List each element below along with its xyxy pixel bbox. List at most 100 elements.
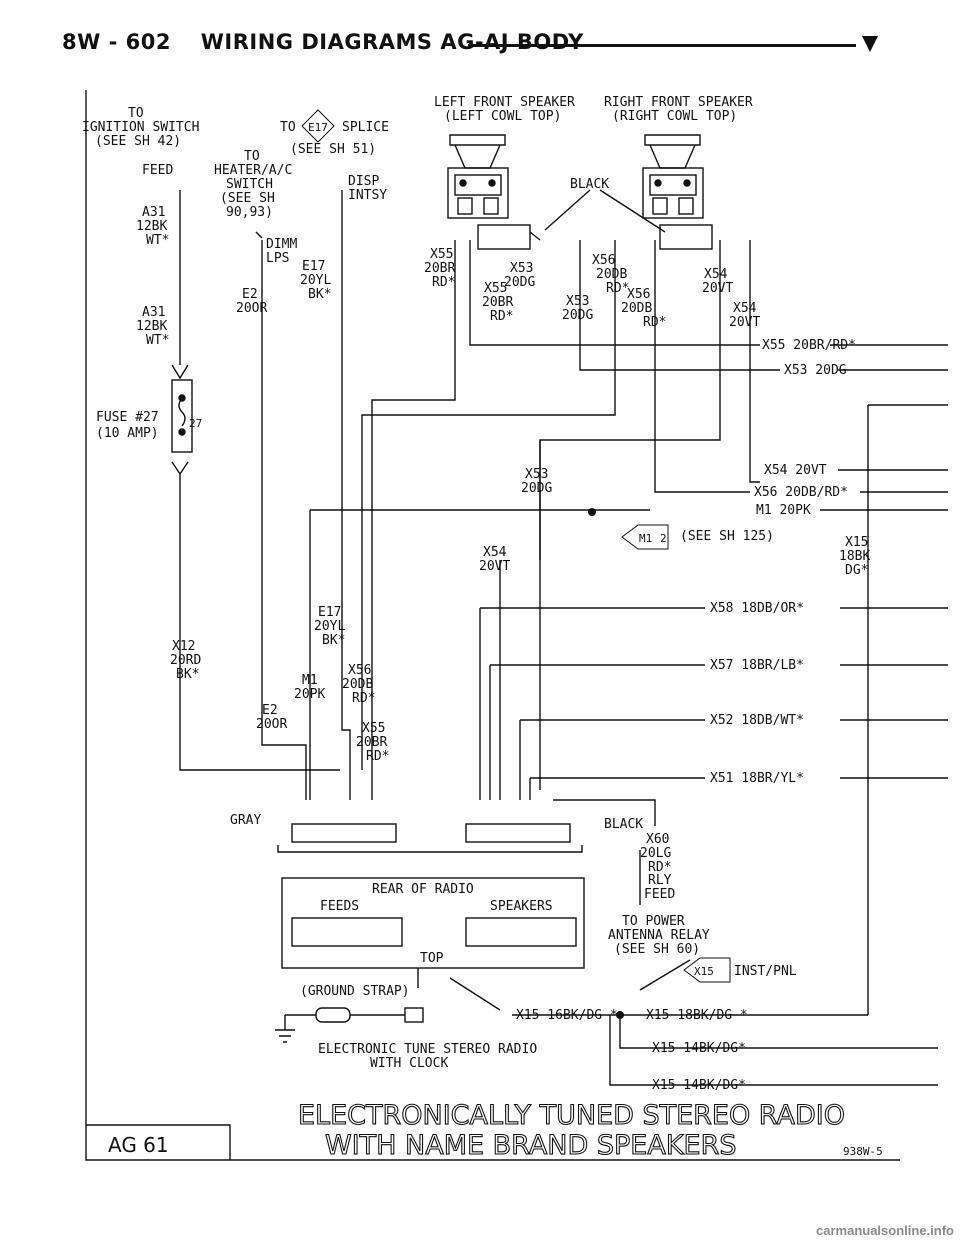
label: 20PK [294,687,325,702]
label: 20BR [482,295,513,310]
label: 20VT [729,315,760,330]
label: M1 20PK [756,503,811,518]
label: RLY [648,873,672,888]
label: DIMM [266,237,297,252]
label: TO [128,106,144,121]
label: TO [280,120,296,135]
wire-x54-rf [749,240,760,483]
label: (RIGHT COWL TOP) [612,109,737,124]
label: X56 [627,287,650,302]
label: (SEE SH 125) [680,529,774,544]
page-number: AG 61 [108,1133,169,1157]
wire-x53-lf [579,240,780,371]
label: BK* [308,287,331,302]
label: 20DG [521,481,552,496]
label: RD* [643,315,666,330]
label: 20DB [596,267,627,282]
watermark: carmanualsonline.info [816,1223,954,1238]
radio-rear [281,877,585,969]
label: 20VT [479,559,510,574]
label: TO [244,149,260,164]
label: LPS [266,251,289,266]
ground-strap [275,1015,295,1043]
label: RD* [366,749,389,764]
label: TO POWER [622,914,685,929]
label: RD* [352,691,375,706]
right-front-speaker [642,134,704,219]
black-connector [465,823,571,843]
label: DG* [845,563,868,578]
label: 90,93) [226,205,273,220]
splice-dot-m1 [588,508,596,516]
label: (SEE SH 42) [95,134,181,149]
header-rule [468,44,856,47]
label: 12BK [136,319,167,334]
label: X15 [694,965,714,978]
label: E2 [242,287,258,302]
label: (SEE SH 60) [614,942,700,957]
label: SPLICE [342,120,389,135]
label: X53 [525,467,548,482]
label: 27 [189,417,202,430]
label: X15 14BK/DG* [652,1041,746,1056]
label: (SEE SH 51) [290,142,376,157]
label: E17 [318,605,341,620]
label: BLACK [570,177,609,192]
label: X54 [704,267,728,282]
label: (10 AMP) [96,426,159,441]
label: X56 [348,663,371,678]
label: X56 [592,253,615,268]
label: HEATER/A/C [214,163,292,178]
label: X53 [510,261,533,276]
label: X55 [430,247,453,262]
label: 18BK [839,549,870,564]
page-header: 8W - 602 WIRING DIAGRAMS AG-AJ BODY [62,30,606,54]
label: 20DG [504,275,535,290]
splice-dot-x15 [616,1011,624,1019]
label: BK* [322,633,345,648]
label: RIGHT FRONT SPEAKER [604,95,753,110]
label: WT* [146,333,169,348]
splice-m1-icon [621,524,669,550]
label: 20LG [640,846,671,861]
label: X15 14BK/DG* [652,1078,746,1093]
section-code: 8W - 602 [62,30,171,54]
wire-x12 [179,474,340,771]
label: RD* [606,281,629,296]
label: X54 20VT [764,463,827,478]
label: X52 18DB/WT* [710,713,804,728]
label: FEED [644,887,675,902]
label: 20OR [236,301,267,316]
label: 20RD [170,653,201,668]
label: RD* [490,309,513,324]
header-triangle-icon [862,36,878,52]
label: 20YL [300,273,331,288]
left-speaker-connector [477,224,531,250]
section-title: WIRING DIAGRAMS AG-AJ BODY [200,30,584,54]
label: IGNITION SWITCH [82,120,199,135]
label: FUSE #27 [96,410,159,425]
label: LEFT FRONT SPEAKER [434,95,575,110]
diagram-frame [85,90,900,1161]
drawing-ref: 938W-5 [843,1145,883,1158]
label: X51 18BR/YL* [710,771,804,786]
label: X58 18DB/OR* [710,601,804,616]
label: X54 [733,301,757,316]
label: (SEE SH [220,191,275,206]
label: X53 20DG [784,363,847,378]
label: X55 [484,281,507,296]
page-number-box [86,1124,231,1160]
title-line-2: WITH NAME BRAND SPEAKERS [325,1130,737,1161]
label: M1 [639,532,652,545]
splice-e17-icon [301,109,335,143]
label: X53 [566,294,589,309]
label: X56 20DB/RD* [754,485,848,500]
fuse-box [171,379,193,453]
label: X15 [845,535,868,550]
wire-x55-lf [469,240,760,346]
label: RD* [648,860,671,875]
label: SPEAKERS [490,899,553,914]
label: M1 [302,673,318,688]
label: X55 [362,721,385,736]
label: WT* [146,233,169,248]
